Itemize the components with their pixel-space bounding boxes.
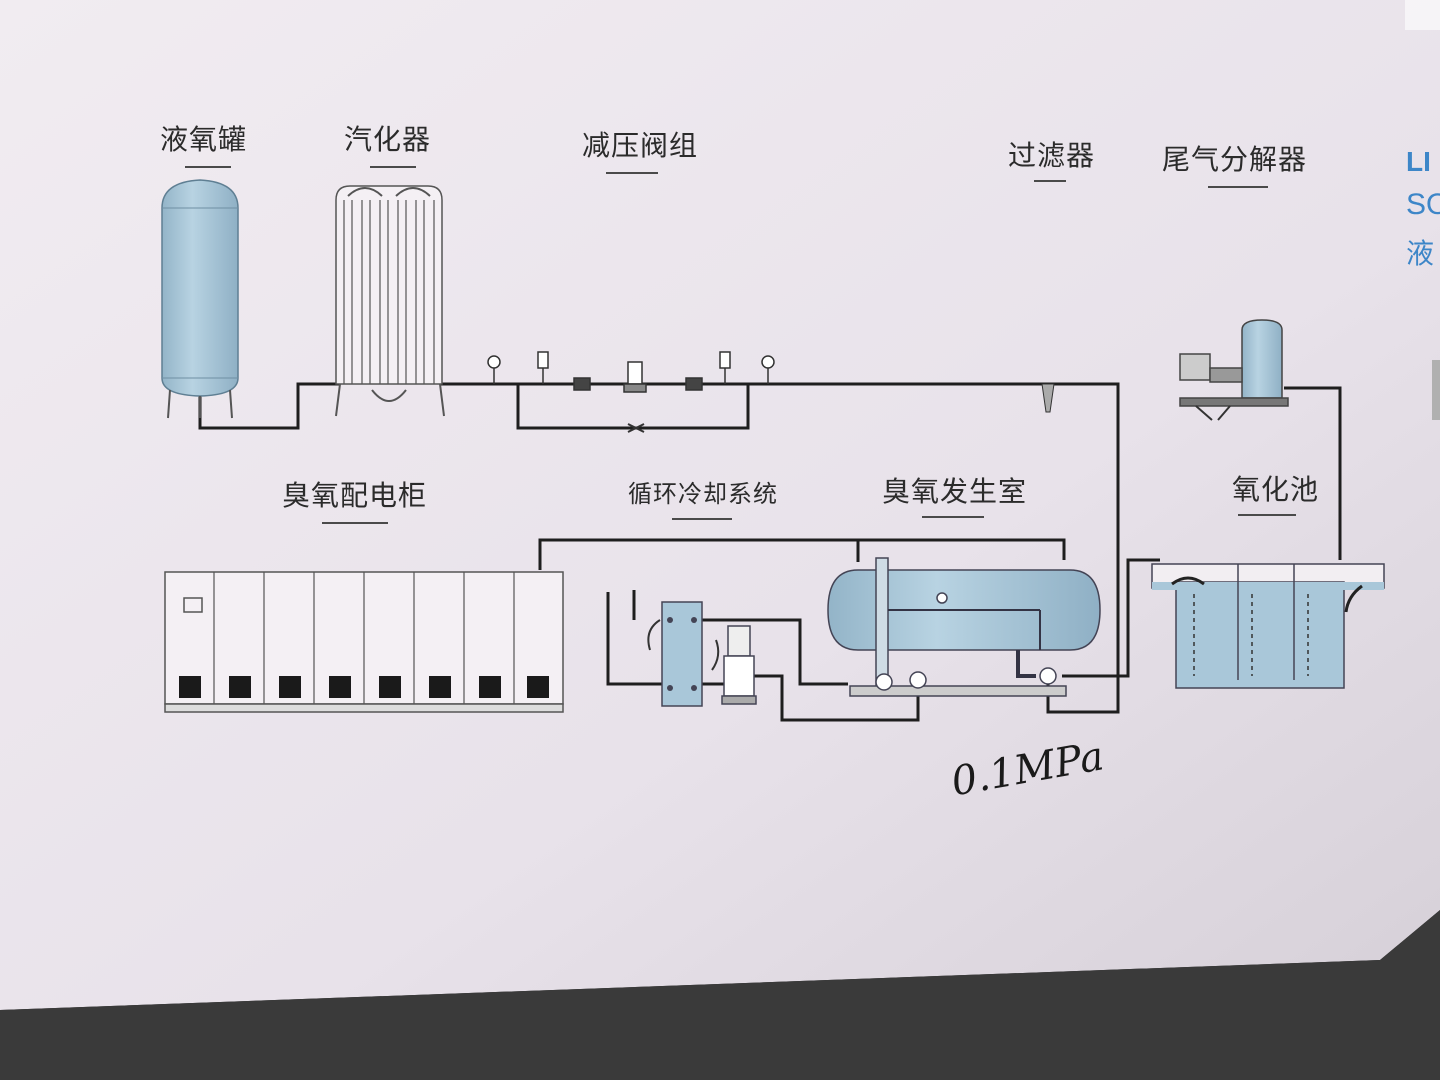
label-circulating-cooling-system: 循环冷却系统 <box>628 480 778 508</box>
underline <box>606 172 658 174</box>
filter-unit <box>1041 383 1055 413</box>
label-filter: 过滤器 <box>1008 139 1096 172</box>
tail-gas-decomposer <box>1179 319 1289 421</box>
page-corner <box>1405 0 1440 30</box>
side-text-line3: 液 <box>1406 238 1435 269</box>
underline <box>922 516 984 518</box>
pipe-to-oxidation-tank <box>1062 558 1160 678</box>
vaporizer <box>335 185 445 417</box>
label-ozone-generation-room: 臭氧发生室 <box>882 475 1028 508</box>
paper-shadow <box>0 910 1440 1080</box>
label-pressure-reducing-valve-group: 减压阀组 <box>582 129 699 162</box>
underline <box>1238 514 1296 516</box>
underline <box>322 522 388 524</box>
side-text-line1: LI <box>1406 146 1431 177</box>
pipe-cooling-loop-4 <box>754 674 920 722</box>
label-ozone-power-cabinet: 臭氧配电柜 <box>282 479 428 512</box>
underline <box>1208 186 1268 188</box>
side-panel-edge <box>1432 360 1440 420</box>
pipe-main-header <box>440 382 1120 714</box>
pipe-valve-bypass <box>516 384 750 430</box>
side-text-line2: SO <box>1406 188 1440 221</box>
label-vaporizer: 汽化器 <box>344 123 432 156</box>
underline <box>672 518 732 520</box>
label-oxidation-tank: 氧化池 <box>1232 473 1320 506</box>
liquid-oxygen-tank <box>161 179 239 419</box>
pressure-reducing-valve-group <box>487 351 775 433</box>
circulating-cooling-system <box>647 601 757 707</box>
underline <box>370 166 416 168</box>
underline <box>1034 180 1066 182</box>
pipe-cabinet-to-generator <box>538 538 1066 570</box>
pipe-tail-gas <box>1284 386 1342 560</box>
pipe-cooling-loop-1 <box>606 592 664 686</box>
label-tail-gas-decomposer: 尾气分解器 <box>1162 143 1308 176</box>
underline <box>185 166 231 168</box>
ozone-generator <box>827 557 1101 697</box>
ozone-power-cabinet <box>164 571 564 713</box>
pipe-network <box>198 382 1342 722</box>
oxidation-tank <box>1151 563 1385 689</box>
label-liquid-oxygen-tank: 液氧罐 <box>160 123 248 156</box>
pipe-cooling-loop-2 <box>702 618 848 686</box>
